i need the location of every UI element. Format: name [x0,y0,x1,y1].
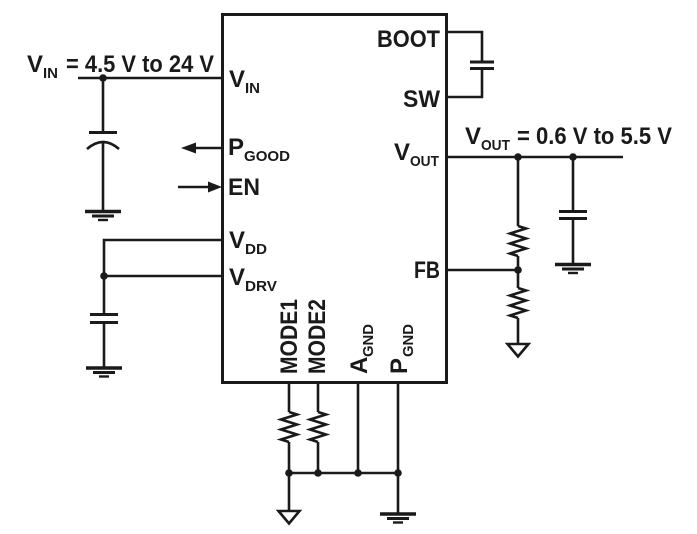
pin-label-vdrv: V [229,264,245,291]
earth-ground-output [555,262,591,275]
pin-label-sw: SW [403,86,440,113]
annotation-main: V [465,123,481,150]
pin-label-vout-sub: OUT [410,153,439,170]
pin-label-pgnd-sub: GND [400,324,417,357]
junction-dot [354,469,362,477]
signal-ground-feedback [504,342,532,359]
junction-dot [394,469,402,477]
pin-label-vdd: V [229,227,245,254]
junction-dot [569,153,577,161]
pin-label-vdrv-sub: DRV [245,278,277,295]
pin-label-fb: FB [414,257,440,284]
input-voltage-annotation: V IN = 4.5 V to 24 V [27,51,214,82]
feedback-resistor-top [505,224,531,258]
capacitor-curved-plate [86,140,120,151]
mode2-resistor [305,410,331,444]
junction-dots [99,74,577,477]
pin-labels-right: BOOT SW V OUT FB [377,26,440,284]
pin-labels-left: V IN P GOOD EN V DD V DRV [228,66,290,295]
annotation-sub: IN [43,65,58,82]
wires [78,30,623,513]
wire-sw [446,69,484,99]
annotation-rest: = 0.6 V to 5.5 V [517,123,672,150]
pgood-output-arrow-icon [181,142,196,154]
pin-label-vout: V [394,139,410,166]
annotation-sub: OUT [481,137,510,154]
pin-label-mode1: MODE1 [276,299,303,374]
junction-dot [514,153,522,161]
pin-label-agnd-sub: GND [360,324,377,357]
vdd-capacitor [90,313,118,324]
pin-label-agnd: A [346,357,373,374]
junction-dot [314,469,322,477]
en-input-arrow-icon [208,181,222,193]
mode1-resistor [276,410,302,444]
boot-capacitor [470,60,494,70]
pin-label-pgood-sub: GOOD [244,148,290,165]
pin-label-pgnd: P [386,358,413,374]
junction-dot [285,469,293,477]
pin-label-en: EN [228,174,260,201]
ic-body [221,13,448,384]
junction-dot [100,272,108,280]
signal-ground-mode [275,509,303,526]
pin-label-boot: BOOT [377,26,440,53]
pin-label-vin: V [229,66,245,93]
pin-label-mode2: MODE2 [304,299,331,374]
pin-label-vdd-sub: DD [245,241,267,258]
pin-label-vin-sub: IN [245,80,260,97]
wire-boot [446,30,484,61]
feedback-resistor-bottom [505,286,531,320]
pin-labels-bottom: MODE1 MODE2 A GND P GND [276,299,417,374]
wire-vdd [102,238,223,276]
earth-ground-pgnd [380,512,416,524]
pin-label-pgood: P [228,134,244,161]
earth-ground-vdd [86,366,122,378]
output-voltage-annotation: V OUT = 0.6 V to 5.5 V [465,123,672,154]
earth-ground-input [85,209,121,222]
junction-dot [99,74,107,82]
annotation-main: V [27,51,43,78]
output-capacitor [559,210,587,220]
junction-dot [514,266,522,274]
annotation-rest: = 4.5 V to 24 V [66,51,214,78]
input-capacitor [86,131,120,151]
